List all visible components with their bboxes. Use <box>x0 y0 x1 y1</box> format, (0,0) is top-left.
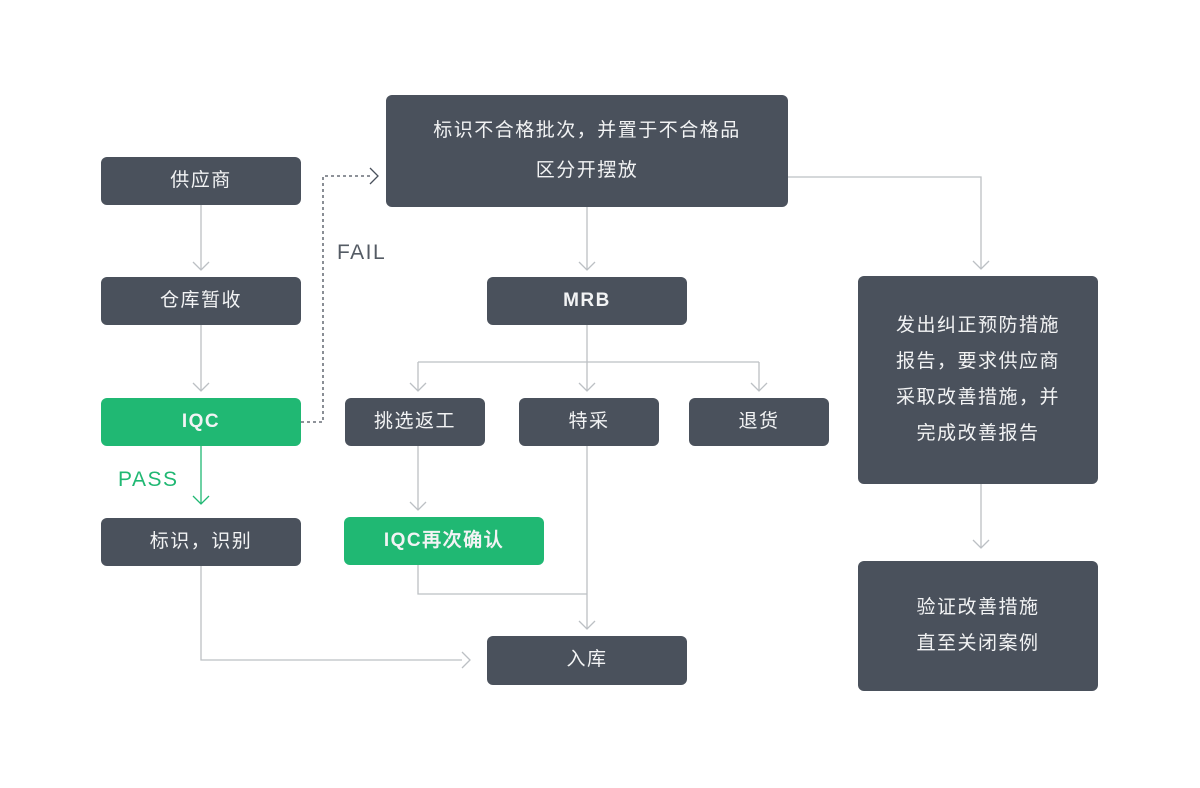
edge-reconfirm-join <box>417 565 587 595</box>
node-sort-rework-label: 挑选返工 <box>373 410 456 432</box>
node-capa-report-label: 发出纠正预防措施 报告，要求供应商 采取改善措施，并 完成改善报告 <box>895 315 1060 444</box>
node-special-acceptance-label: 特采 <box>568 410 610 432</box>
arrowhead-down-icon <box>578 261 596 271</box>
arrowhead-right-icon <box>369 167 379 185</box>
node-verify-close-label: 验证改善措施 直至关闭案例 <box>916 597 1040 654</box>
node-iqc-reconfirm-label: IQC再次确认 <box>383 529 505 551</box>
node-warehouse-receive-label: 仓库暂收 <box>159 289 242 311</box>
node-warehouse-in: 入库 <box>487 636 687 685</box>
node-warehouse-in-label: 入库 <box>566 649 608 671</box>
arrowhead-down-icon <box>750 382 768 392</box>
node-mrb-label: MRB <box>563 289 611 311</box>
arrowhead-down-icon <box>192 382 210 392</box>
arrowhead-down-icon <box>972 539 990 549</box>
arrowhead-down-icon <box>972 260 990 270</box>
node-supplier-label: 供应商 <box>170 169 232 191</box>
arrowhead-down-icon <box>578 620 596 630</box>
node-mrb: MRB <box>487 277 687 325</box>
arrowhead-down-icon <box>409 501 427 511</box>
edge-label-pass: PASS <box>118 468 179 491</box>
node-mark-identify: 标识，识别 <box>101 518 301 566</box>
node-warehouse-receive: 仓库暂收 <box>101 277 301 325</box>
node-mark-identify-label: 标识，识别 <box>149 530 253 552</box>
edge-iqc-fail-to-nonconforming <box>301 175 370 423</box>
node-return-goods-label: 退货 <box>738 410 780 432</box>
edge-mark-identify-to-warehouse-in <box>200 566 462 661</box>
node-verify-close: 验证改善措施 直至关闭案例 <box>858 561 1098 691</box>
node-mark-nonconforming-label: 标识不合格批次，并置于不合格品 区分开摆放 <box>433 120 741 181</box>
node-iqc-label: IQC <box>181 410 221 432</box>
arrowhead-down-icon <box>192 261 210 271</box>
node-special-acceptance: 特采 <box>519 398 659 446</box>
edge-mrb-branch-tee <box>418 325 759 363</box>
node-mark-nonconforming: 标识不合格批次，并置于不合格品 区分开摆放 <box>386 95 788 207</box>
node-iqc-reconfirm: IQC再次确认 <box>344 517 544 565</box>
arrowhead-right-icon <box>461 651 471 669</box>
node-return-goods: 退货 <box>689 398 829 446</box>
node-capa-report: 发出纠正预防措施 报告，要求供应商 采取改善措施，并 完成改善报告 <box>858 276 1098 484</box>
node-iqc: IQC <box>101 398 301 446</box>
arrowhead-down-icon <box>578 382 596 392</box>
node-supplier: 供应商 <box>101 157 301 205</box>
edge-nonconforming-to-capa <box>788 176 982 269</box>
node-sort-rework: 挑选返工 <box>345 398 485 446</box>
arrowhead-down-icon <box>409 382 427 392</box>
edge-label-fail: FAIL <box>337 241 387 264</box>
arrowhead-down-icon <box>192 495 210 505</box>
